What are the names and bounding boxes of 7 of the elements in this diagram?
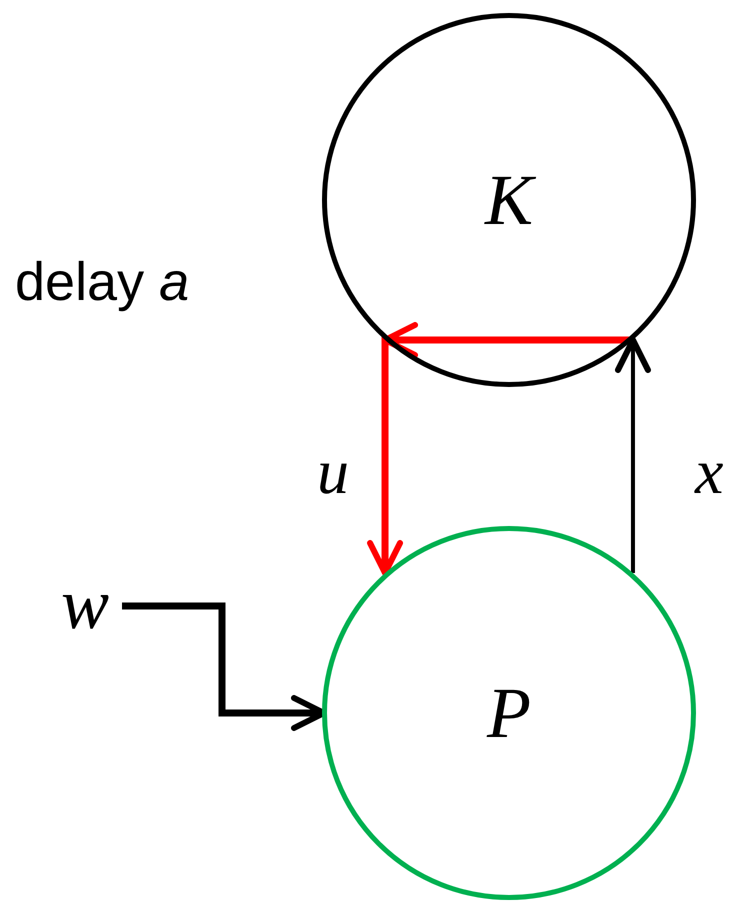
symbol-label: K: [484, 164, 534, 236]
controller-circle: [322, 13, 696, 387]
symbol-label: P: [487, 677, 531, 749]
symbol-label: w: [60, 568, 110, 640]
plant-circle: [322, 526, 696, 900]
delay-label: delay a: [15, 255, 190, 309]
arrow: [614, 337, 651, 573]
